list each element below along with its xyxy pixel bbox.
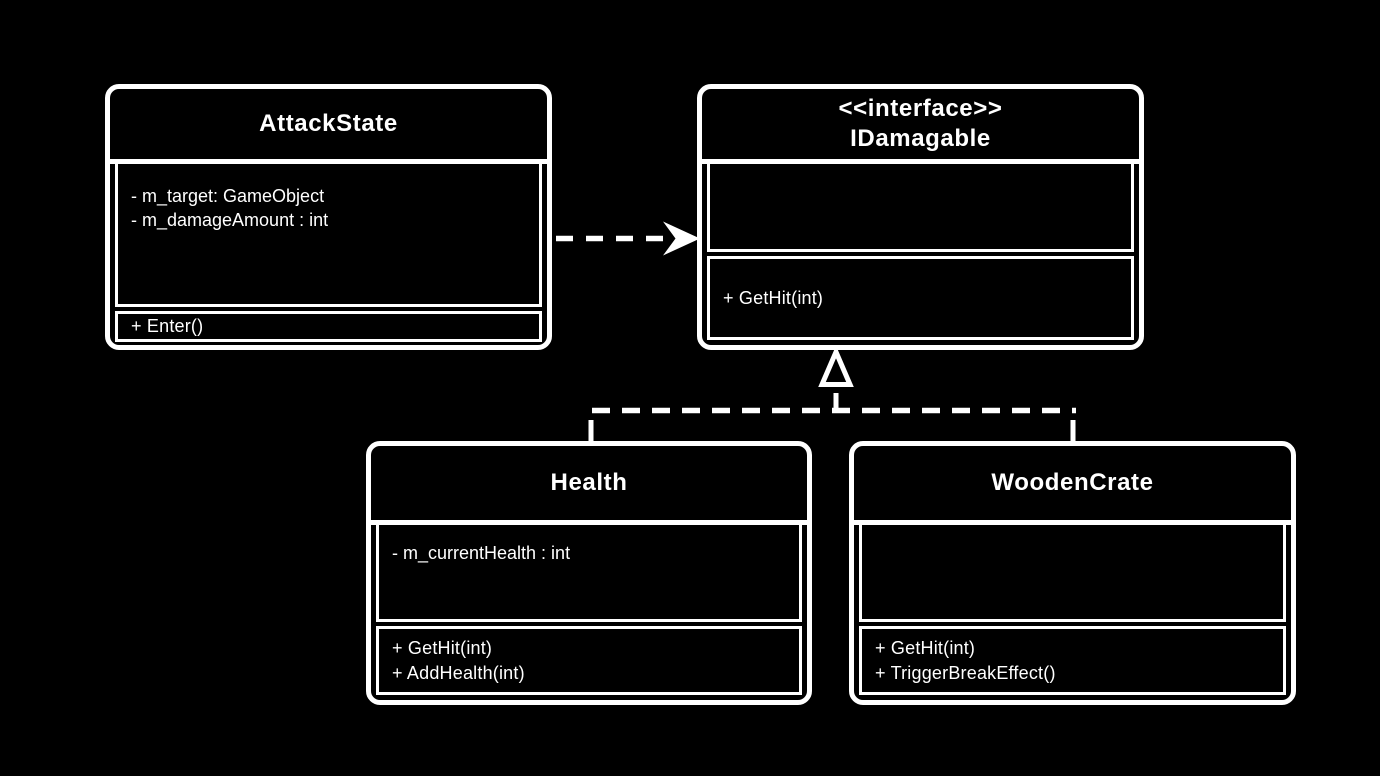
title-separator	[702, 159, 1139, 164]
title-separator	[854, 520, 1291, 525]
method-item: + GetHit(int)	[875, 637, 976, 658]
class-name-label: IDamagable	[850, 125, 991, 152]
stereotype-label: <<interface>>	[838, 95, 1003, 122]
class-name-label: WoodenCrate	[991, 469, 1154, 496]
attribute-item: - m_damageAmount : int	[131, 210, 329, 230]
class-box-attackstate: AttackState - m_target: GameObject - m_d…	[105, 84, 552, 350]
attributes-compartment: - m_target: GameObject - m_damageAmount …	[115, 164, 542, 307]
class-box-idamagable: <<interface>> IDamagable + GetHit(int)	[697, 84, 1144, 350]
attribute-item: - m_target: GameObject	[131, 186, 325, 206]
class-box-woodencrate: WoodenCrate + GetHit(int) + TriggerBreak…	[849, 441, 1296, 705]
attributes-compartment	[707, 164, 1134, 252]
title-separator	[371, 520, 807, 525]
attributes-compartment	[859, 525, 1286, 622]
methods-compartment: + GetHit(int)	[707, 256, 1134, 340]
methods-compartment: + GetHit(int) + AddHealth(int)	[376, 626, 802, 695]
class-title: Health	[371, 446, 807, 520]
class-name-label: Health	[550, 469, 628, 496]
realization-triangle-icon	[818, 345, 854, 387]
class-title: <<interface>> IDamagable	[702, 89, 1139, 159]
method-item: + GetHit(int)	[723, 287, 824, 308]
class-box-health: Health - m_currentHealth : int + GetHit(…	[366, 441, 812, 705]
attributes-compartment: - m_currentHealth : int	[376, 525, 802, 622]
class-title: WoodenCrate	[854, 446, 1291, 520]
attribute-item: - m_currentHealth : int	[392, 543, 571, 563]
methods-compartment: + Enter()	[115, 311, 542, 342]
method-item: + AddHealth(int)	[392, 662, 525, 683]
method-item: + TriggerBreakEffect()	[875, 662, 1056, 683]
title-separator	[110, 159, 547, 164]
dependency-arrowhead-icon	[663, 221, 700, 256]
class-title: AttackState	[110, 89, 547, 159]
method-item: + Enter()	[131, 316, 204, 336]
method-item: + GetHit(int)	[392, 637, 493, 658]
class-name-label: AttackState	[259, 110, 398, 137]
methods-compartment: + GetHit(int) + TriggerBreakEffect()	[859, 626, 1286, 695]
